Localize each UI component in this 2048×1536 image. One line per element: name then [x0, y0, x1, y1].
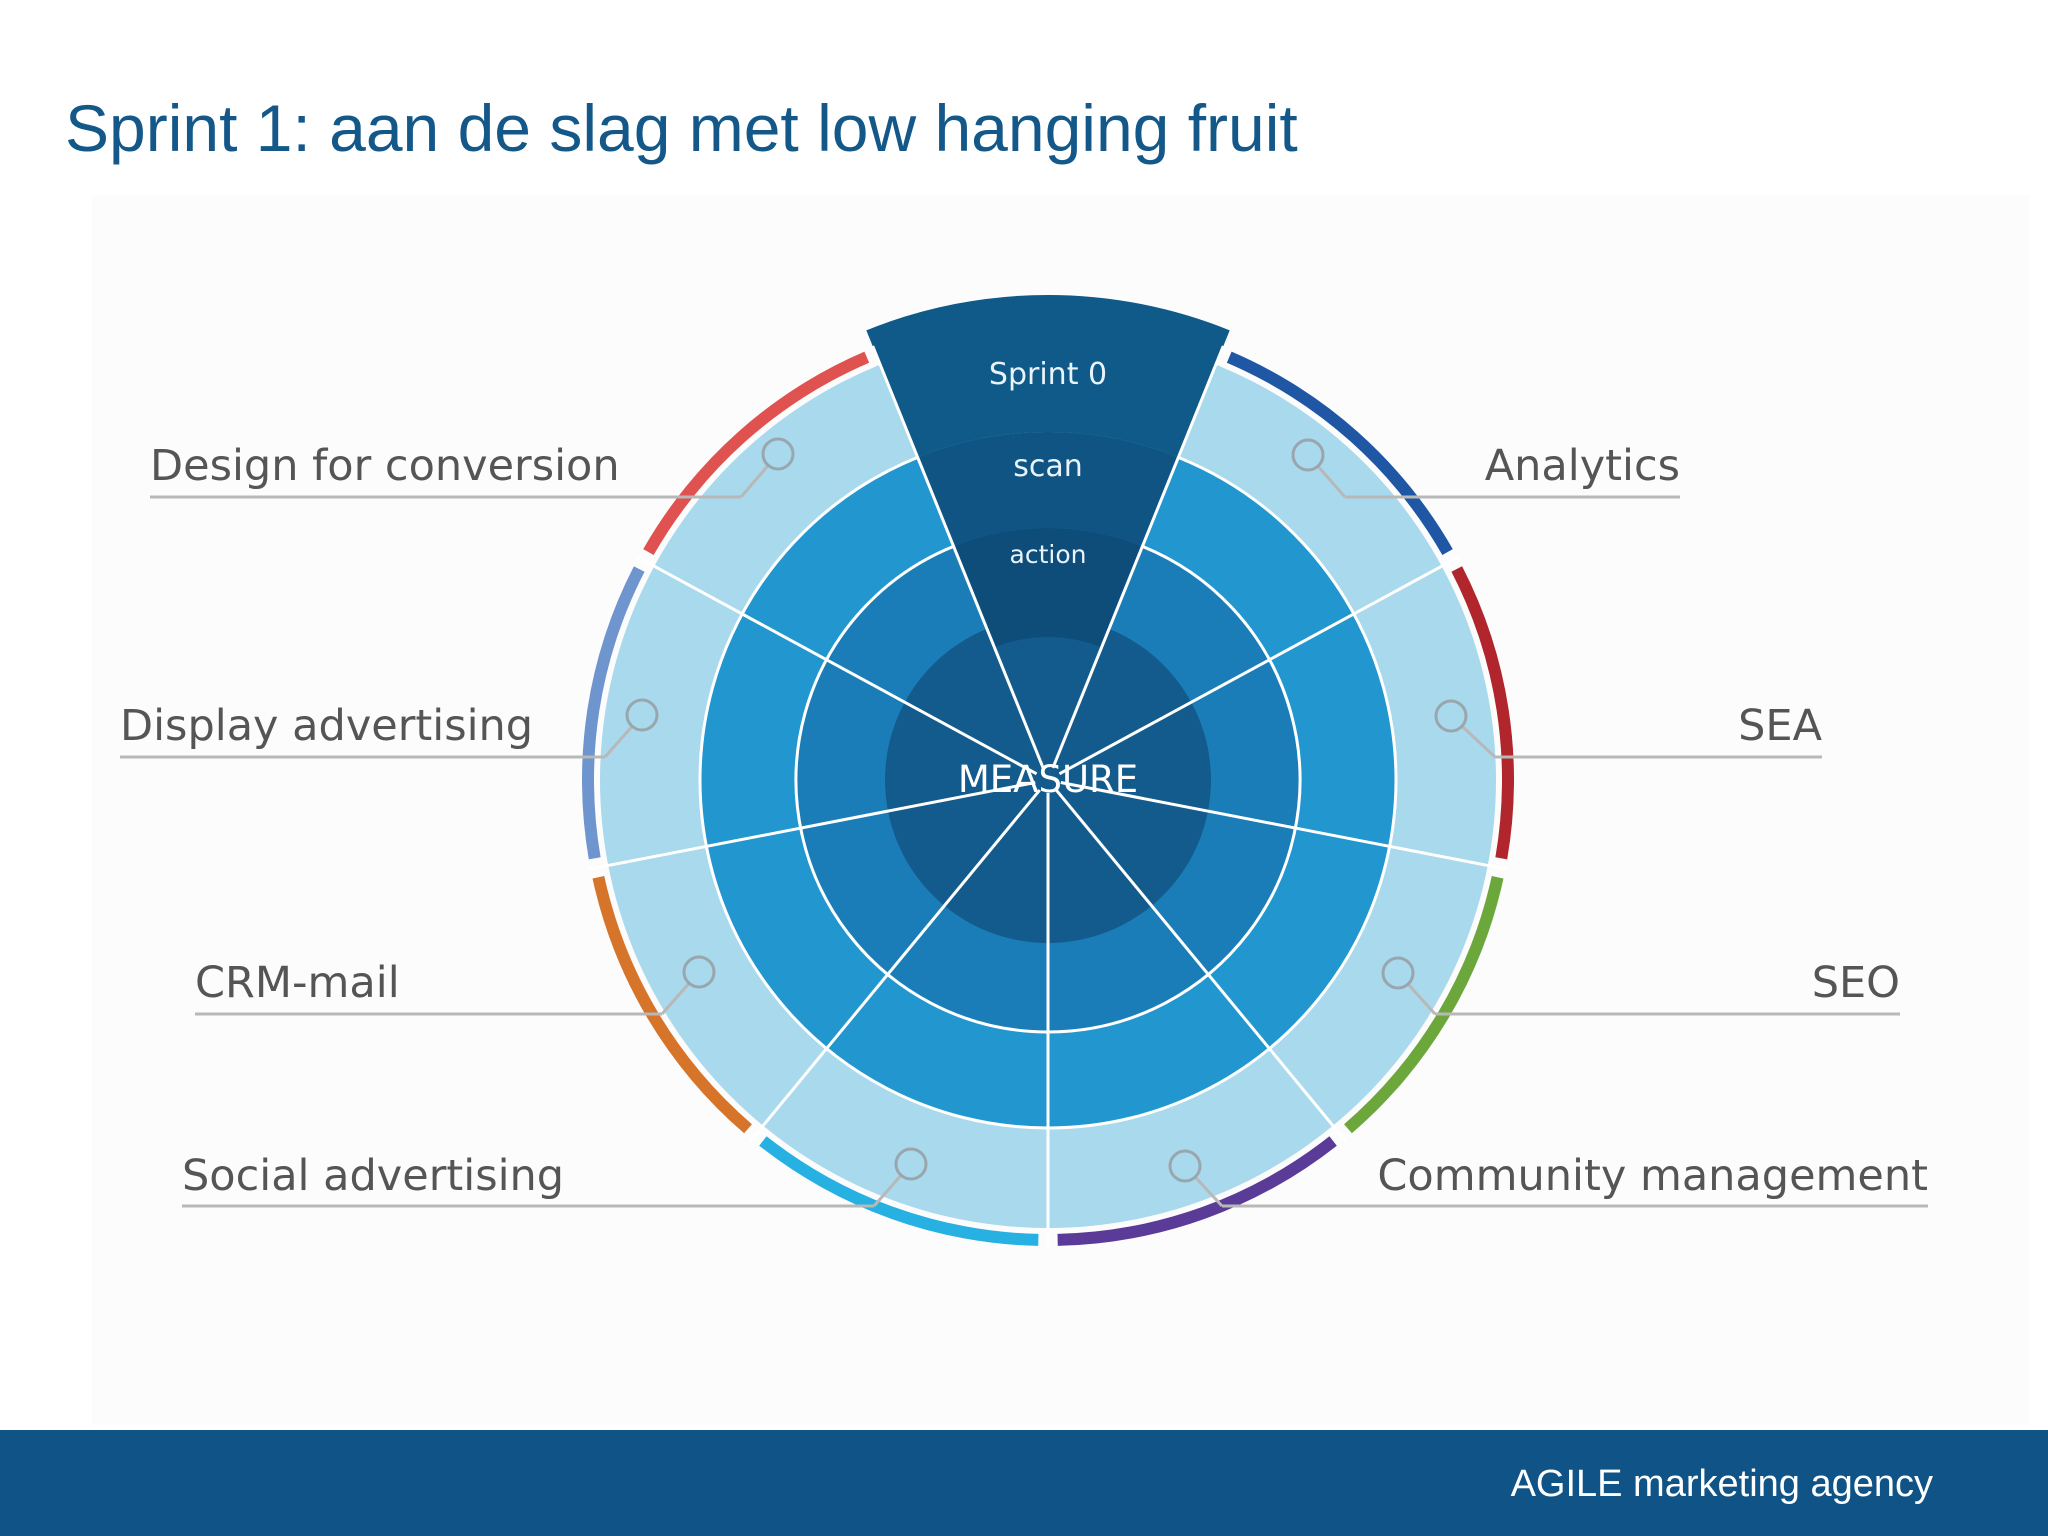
accent-arcs — [582, 351, 1514, 1246]
segment-label-3: SEO — [1812, 958, 1900, 1008]
radial-separator-3 — [1060, 781, 1508, 871]
segment-label-6: CRM-mail — [195, 958, 400, 1008]
accent-arc-6 — [592, 875, 752, 1134]
sprint-action-label: action — [1010, 540, 1087, 569]
measure-core — [885, 617, 1211, 943]
accent-arc-7 — [582, 566, 645, 860]
leader-stem-2 — [1461, 725, 1497, 759]
leader-node-7 — [625, 698, 659, 732]
accent-arc-2 — [1451, 566, 1514, 860]
radial-separator-1 — [1051, 345, 1225, 769]
leader-node-6 — [682, 955, 716, 989]
leader-node-2 — [1434, 699, 1468, 733]
wheel-rings — [600, 332, 1496, 1228]
leader-stem-8 — [739, 465, 769, 498]
footer-bar: AGILE marketing agency — [0, 1430, 2048, 1536]
accent-arc-4 — [1057, 1136, 1337, 1246]
leader-node-4 — [1168, 1149, 1202, 1183]
sprint-wedge-inner — [953, 528, 1143, 648]
leader-5 — [182, 1147, 928, 1208]
segment-label-1: Analytics — [1485, 441, 1680, 491]
radial-separator-6 — [749, 789, 1041, 1143]
leader-stem-6 — [660, 983, 690, 1015]
accent-arc-1 — [1226, 351, 1453, 556]
segment-label-2: SEA — [1738, 701, 1822, 751]
leader-stem-3 — [1407, 983, 1437, 1016]
sprint-wedge-outer — [866, 295, 1230, 458]
radial-separator-2 — [1058, 555, 1461, 776]
segment-label-8: Design for conversion — [150, 441, 620, 491]
radial-separator-7 — [588, 781, 1036, 871]
accent-arc-5 — [759, 1136, 1039, 1246]
leader-node-3 — [1381, 956, 1415, 990]
leader-8 — [150, 437, 795, 499]
leader-3 — [1381, 956, 1900, 1016]
label-leader-lines — [120, 437, 1928, 1208]
segment-separators — [588, 345, 1508, 1248]
leader-1 — [1291, 438, 1680, 499]
accent-arc-3 — [1344, 875, 1504, 1134]
leader-node-1 — [1291, 438, 1325, 472]
leader-stem-7 — [603, 726, 633, 758]
radial-separator-8 — [635, 555, 1038, 776]
leader-stem-4 — [1194, 1176, 1224, 1208]
leader-stem-5 — [872, 1175, 902, 1207]
center-label-measure: MEASURE — [958, 758, 1138, 801]
segment-label-7: Display advertising — [120, 701, 533, 751]
accent-arc-8 — [643, 351, 870, 556]
footer-agency-name: AGILE marketing agency — [1510, 1463, 1933, 1505]
sprint-wedge-middle — [917, 432, 1179, 547]
leader-stem-1 — [1317, 466, 1347, 498]
segment-label-5: Social advertising — [182, 1151, 564, 1201]
leader-node-8 — [761, 437, 795, 471]
leader-4 — [1168, 1149, 1928, 1208]
radial-separator-9 — [871, 345, 1045, 769]
sprint-0-label: Sprint 0 — [989, 357, 1107, 392]
sprint-scan-label: scan — [1013, 449, 1083, 484]
sprint-0-wedge: Sprint 0 scan action — [866, 295, 1230, 648]
slide-title: Sprint 1: aan de slag met low hanging fr… — [65, 91, 1298, 165]
leader-7 — [120, 698, 659, 759]
segment-label-4: Community management — [1377, 1151, 1928, 1201]
leader-2 — [1434, 699, 1822, 759]
leader-node-5 — [894, 1147, 928, 1181]
radial-separator-4 — [1055, 789, 1347, 1143]
leader-6 — [195, 955, 716, 1016]
